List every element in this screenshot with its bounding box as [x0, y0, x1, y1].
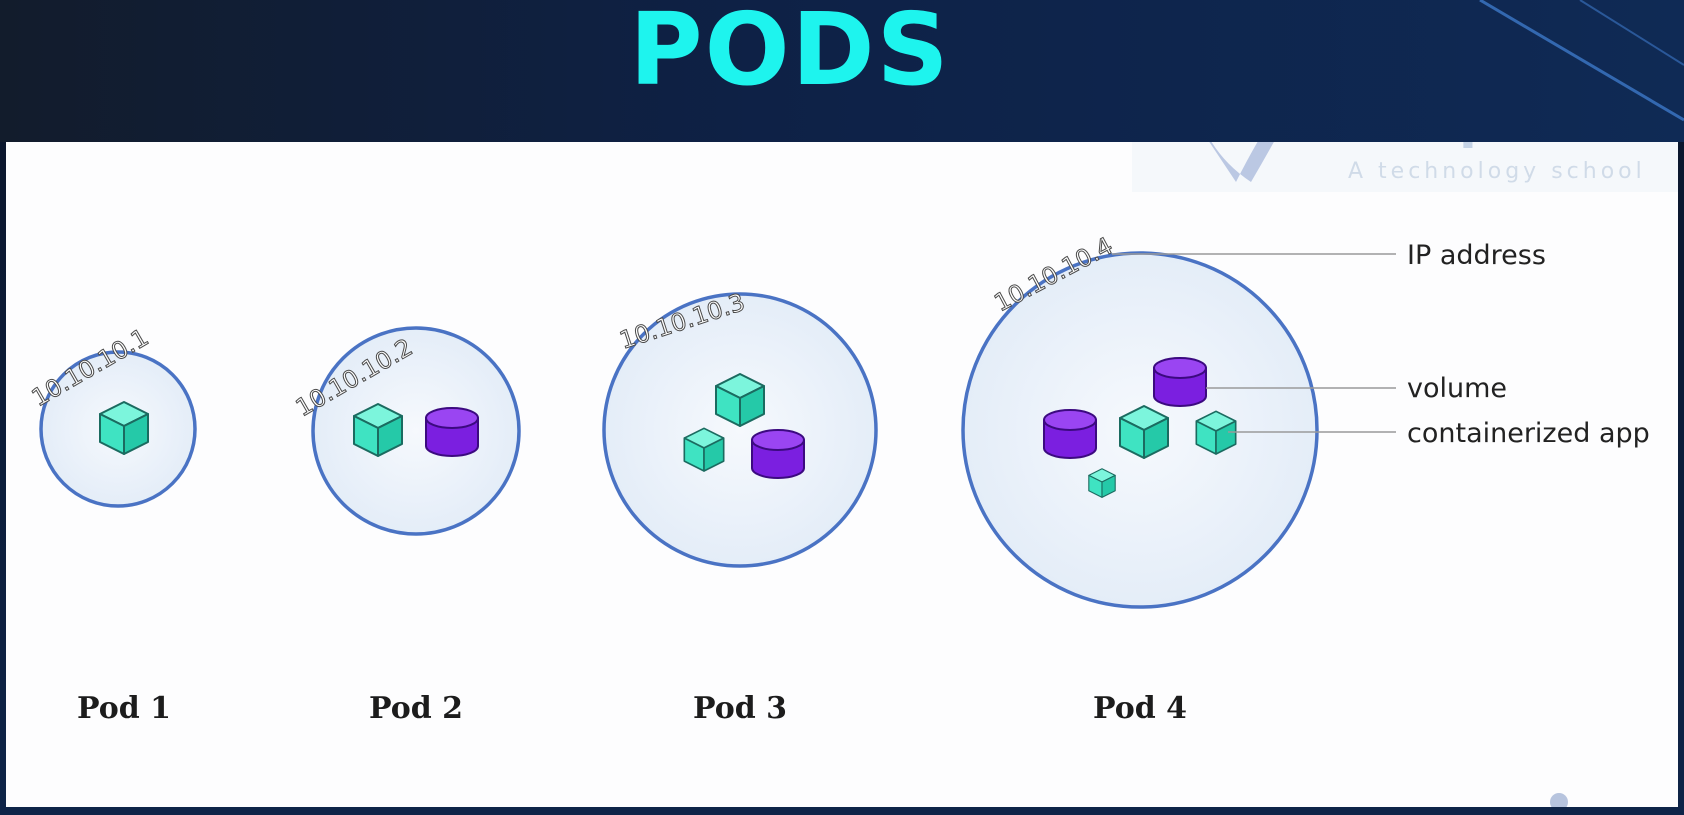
pod-3: 10.10.10.3 Pod 3: [602, 287, 878, 726]
slide-dot-indicator: [1550, 793, 1568, 807]
visualpath-logo: [1132, 142, 1678, 192]
pod-4: 10.10.10.4 Pod 4: [961, 231, 1319, 726]
cylinder-icon: [425, 407, 479, 457]
pod-1-label: Pod 1: [77, 691, 171, 726]
header-bar: PODS: [0, 0, 1684, 142]
pod-4-label: Pod 4: [1093, 691, 1187, 726]
cylinder-icon: [1043, 409, 1097, 459]
pod-2-circle: [311, 326, 521, 536]
pod-2-label: Pod 2: [369, 691, 463, 726]
pods-diagram: Visualpath A technology school 10.10.10.…: [27, 142, 1678, 807]
cube-icon: [1088, 468, 1116, 498]
pod-3-label: Pod 3: [693, 691, 787, 726]
cube-icon: [683, 427, 725, 472]
legend-containerized-app: containerized app: [1407, 418, 1650, 449]
header-decoration: [1479, 0, 1684, 122]
cylinder-icon: [751, 429, 805, 479]
logo-tagline: A technology school: [1348, 159, 1646, 184]
cylinder-icon: [1153, 357, 1207, 407]
cube-icon: [1119, 405, 1169, 459]
diagram-panel: Visualpath A technology school 10.10.10.…: [6, 142, 1678, 807]
pod-1: 10.10.10.1 Pod 1: [27, 323, 197, 726]
cube-icon: [353, 403, 403, 457]
cube-icon: [99, 401, 149, 455]
pod-2: 10.10.10.2 Pod 2: [291, 326, 521, 726]
pod-3-circle: [602, 292, 878, 568]
legend-ip-address: IP address: [1407, 240, 1546, 271]
cube-icon: [715, 373, 765, 427]
logo-name: Visualpath: [1281, 142, 1593, 150]
page-title: PODS: [629, 0, 951, 108]
legend-volume: volume: [1407, 373, 1507, 404]
